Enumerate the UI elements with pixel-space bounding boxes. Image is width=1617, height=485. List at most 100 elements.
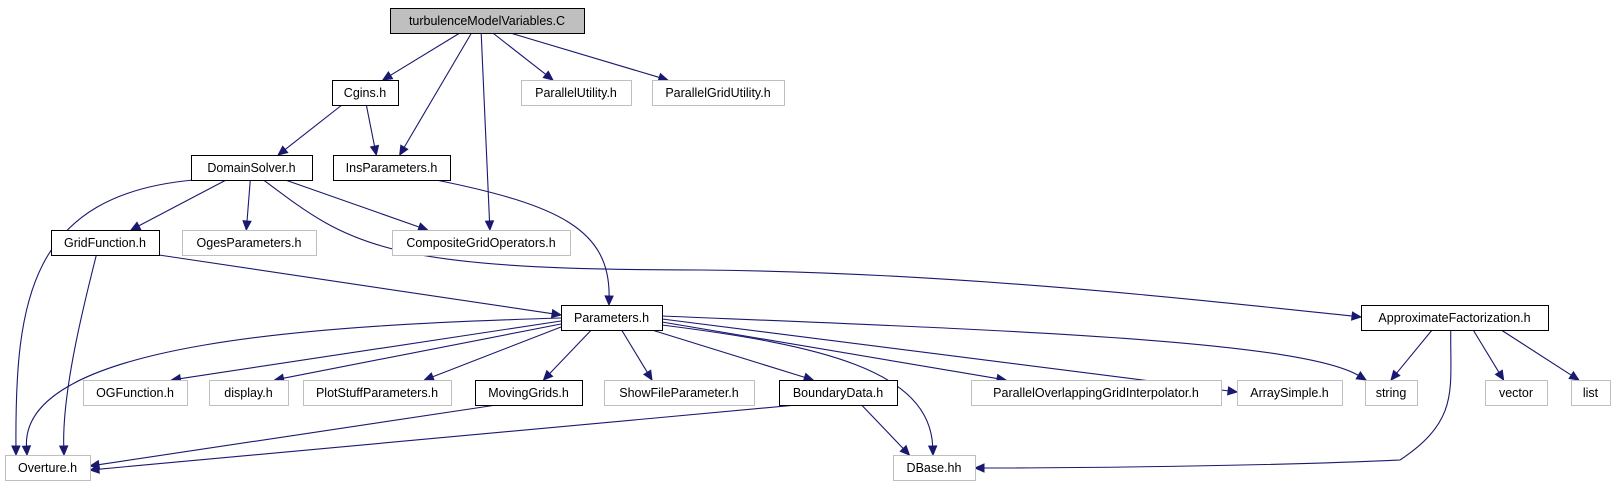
node-label: Parameters.h (574, 311, 649, 325)
node-pargrid[interactable]: ParallelGridUtility.h (652, 80, 785, 106)
edge-line (1399, 329, 1452, 461)
edge-line (158, 254, 554, 315)
node-domain[interactable]: DomainSolver.h (191, 155, 313, 181)
node-moving[interactable]: MovingGrids.h (475, 380, 583, 406)
edge-line (403, 32, 472, 149)
edge-line (284, 104, 343, 151)
node-box (1365, 380, 1418, 406)
node-box (303, 380, 452, 406)
arrowhead (927, 445, 938, 457)
node-root[interactable]: turbulenceModelVariables.C (390, 8, 585, 34)
node-showfile[interactable]: ShowFileParameter.h (604, 380, 755, 406)
edge-line (699, 269, 1354, 317)
node-compgrid[interactable]: CompositeGridOperators.h (392, 230, 571, 256)
arrowhead (21, 445, 32, 457)
arrowhead (88, 464, 100, 474)
edge-approx-to-dbase (973, 329, 1452, 473)
node-box (1571, 380, 1611, 406)
edge-params-to-pogi (661, 321, 1008, 384)
node-overture[interactable]: Overture.h (5, 455, 91, 481)
edge-domain-to-compgrid (285, 179, 429, 232)
arrowhead (242, 220, 252, 232)
node-gridfn[interactable]: GridFunction.h (51, 230, 160, 256)
node-label: OgesParameters.h (197, 236, 302, 250)
arrowhead (484, 220, 495, 232)
edge-line (651, 329, 806, 379)
node-box (893, 455, 976, 481)
edge-gridfn-to-params (158, 254, 563, 319)
node-label: turbulenceModelVariables.C (409, 14, 565, 28)
node-box (1485, 380, 1548, 406)
node-box (182, 230, 317, 256)
node-ins[interactable]: InsParameters.h (333, 155, 451, 181)
node-label: string (1376, 386, 1407, 400)
edge-line (621, 329, 649, 374)
edge-params-to-boundary (651, 329, 815, 382)
node-list[interactable]: list (1571, 380, 1611, 406)
edge-line (661, 318, 1230, 392)
node-label: ShowFileParameter.h (619, 386, 739, 400)
node-approx[interactable]: ApproximateFactorization.h (1361, 305, 1549, 331)
edge-root-to-ins (399, 32, 472, 157)
node-label: ApproximateFactorization.h (1378, 311, 1530, 325)
node-box (475, 380, 583, 406)
arrowhead (1390, 369, 1401, 381)
edge-line (661, 315, 1360, 377)
node-oges[interactable]: OgesParameters.h (182, 230, 317, 256)
node-plotstuff[interactable]: PlotStuffParameters.h (303, 380, 452, 406)
arrowhead (1568, 370, 1580, 381)
node-label: InsParameters.h (346, 161, 438, 175)
node-params[interactable]: Parameters.h (561, 305, 663, 331)
node-box (561, 305, 663, 331)
node-box (779, 380, 898, 406)
arrowhead (277, 145, 289, 156)
node-label: DomainSolver.h (207, 161, 295, 175)
edge-root-to-cgins (381, 32, 461, 81)
edge-params-to-dbase (661, 324, 938, 457)
arrowhead (899, 444, 911, 456)
node-pogi[interactable]: ParallelOverlappingGridInterpolator.h (971, 380, 1222, 406)
edge-params-to-moving (542, 329, 592, 381)
arrowhead (1227, 386, 1239, 396)
edge-line (137, 179, 227, 227)
arrowhead (542, 369, 554, 381)
arrowhead (423, 372, 435, 382)
node-ogf[interactable]: OGFunction.h (83, 380, 188, 406)
edge-line (285, 179, 421, 228)
node-label: vector (1499, 386, 1533, 400)
node-label: PlotStuffParameters.h (316, 386, 438, 400)
node-label: Cgins.h (344, 86, 386, 100)
node-boundary[interactable]: BoundaryData.h (779, 380, 898, 406)
edge-line (982, 459, 1401, 469)
edge-boundary-to-dbase (861, 404, 911, 456)
node-cgins[interactable]: Cgins.h (332, 80, 399, 106)
edge-params-to-arraysimple (661, 318, 1239, 396)
node-arraysimple[interactable]: ArraySimple.h (1237, 380, 1343, 406)
node-dbase[interactable]: DBase.hh (893, 455, 976, 481)
node-label: ArraySimple.h (1250, 386, 1329, 400)
edge-gridfn-to-overture (58, 254, 97, 457)
edge-line (548, 329, 592, 375)
node-label: ParallelGridUtility.h (665, 86, 770, 100)
edge-line (179, 320, 562, 380)
node-display[interactable]: display.h (209, 380, 289, 406)
node-label: ParallelUtility.h (535, 86, 617, 100)
node-string[interactable]: string (1365, 380, 1418, 406)
node-label: MovingGrids.h (488, 386, 569, 400)
edge-approx-to-list (1500, 329, 1580, 381)
node-box (392, 230, 571, 256)
edge-domain-to-gridfn (129, 179, 227, 231)
node-box (51, 230, 160, 256)
node-box (1361, 305, 1549, 331)
edge-line (63, 254, 97, 448)
node-label: DBase.hh (907, 461, 962, 475)
node-label: BoundaryData.h (793, 386, 883, 400)
arrowhead (1351, 311, 1363, 321)
edge-line (431, 326, 562, 378)
node-vector[interactable]: vector (1485, 380, 1548, 406)
arrowhead (129, 221, 142, 231)
edge-line (435, 179, 610, 298)
node-parutil[interactable]: ParallelUtility.h (521, 80, 632, 106)
edge-line (1395, 329, 1433, 375)
